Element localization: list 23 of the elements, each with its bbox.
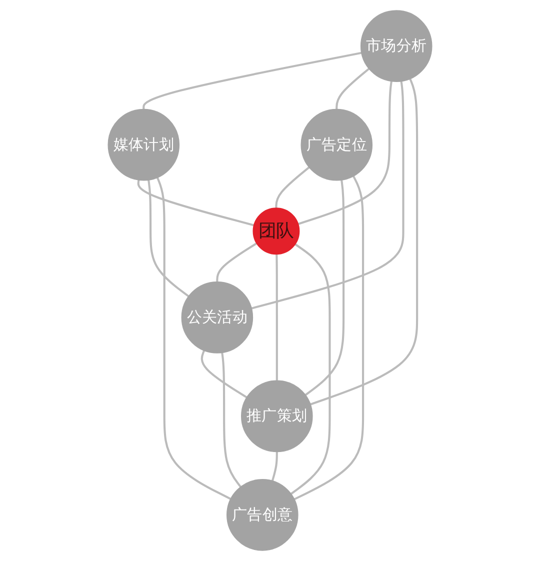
node-circle: 广告定位	[300, 108, 373, 181]
connector	[294, 176, 364, 500]
node-circle: 广告创意	[226, 479, 298, 551]
connector	[290, 243, 331, 495]
connector	[276, 254, 278, 381]
connector	[304, 180, 345, 396]
connector	[298, 81, 392, 225]
connector	[216, 242, 258, 282]
connector	[148, 180, 190, 298]
connector	[221, 352, 242, 488]
connector	[142, 52, 362, 110]
node-circle: 公关活动	[181, 282, 254, 354]
node-circle: 媒体计划	[108, 108, 180, 181]
node-circle: 推广策划	[241, 380, 313, 452]
connector	[271, 452, 278, 482]
connector	[200, 350, 248, 398]
node-circle: 市场分析	[360, 10, 432, 82]
connector	[137, 180, 254, 226]
connector	[336, 68, 370, 110]
connector	[310, 78, 418, 406]
connector	[156, 177, 232, 500]
node-circle: 团队	[252, 208, 300, 255]
connector	[275, 166, 310, 208]
